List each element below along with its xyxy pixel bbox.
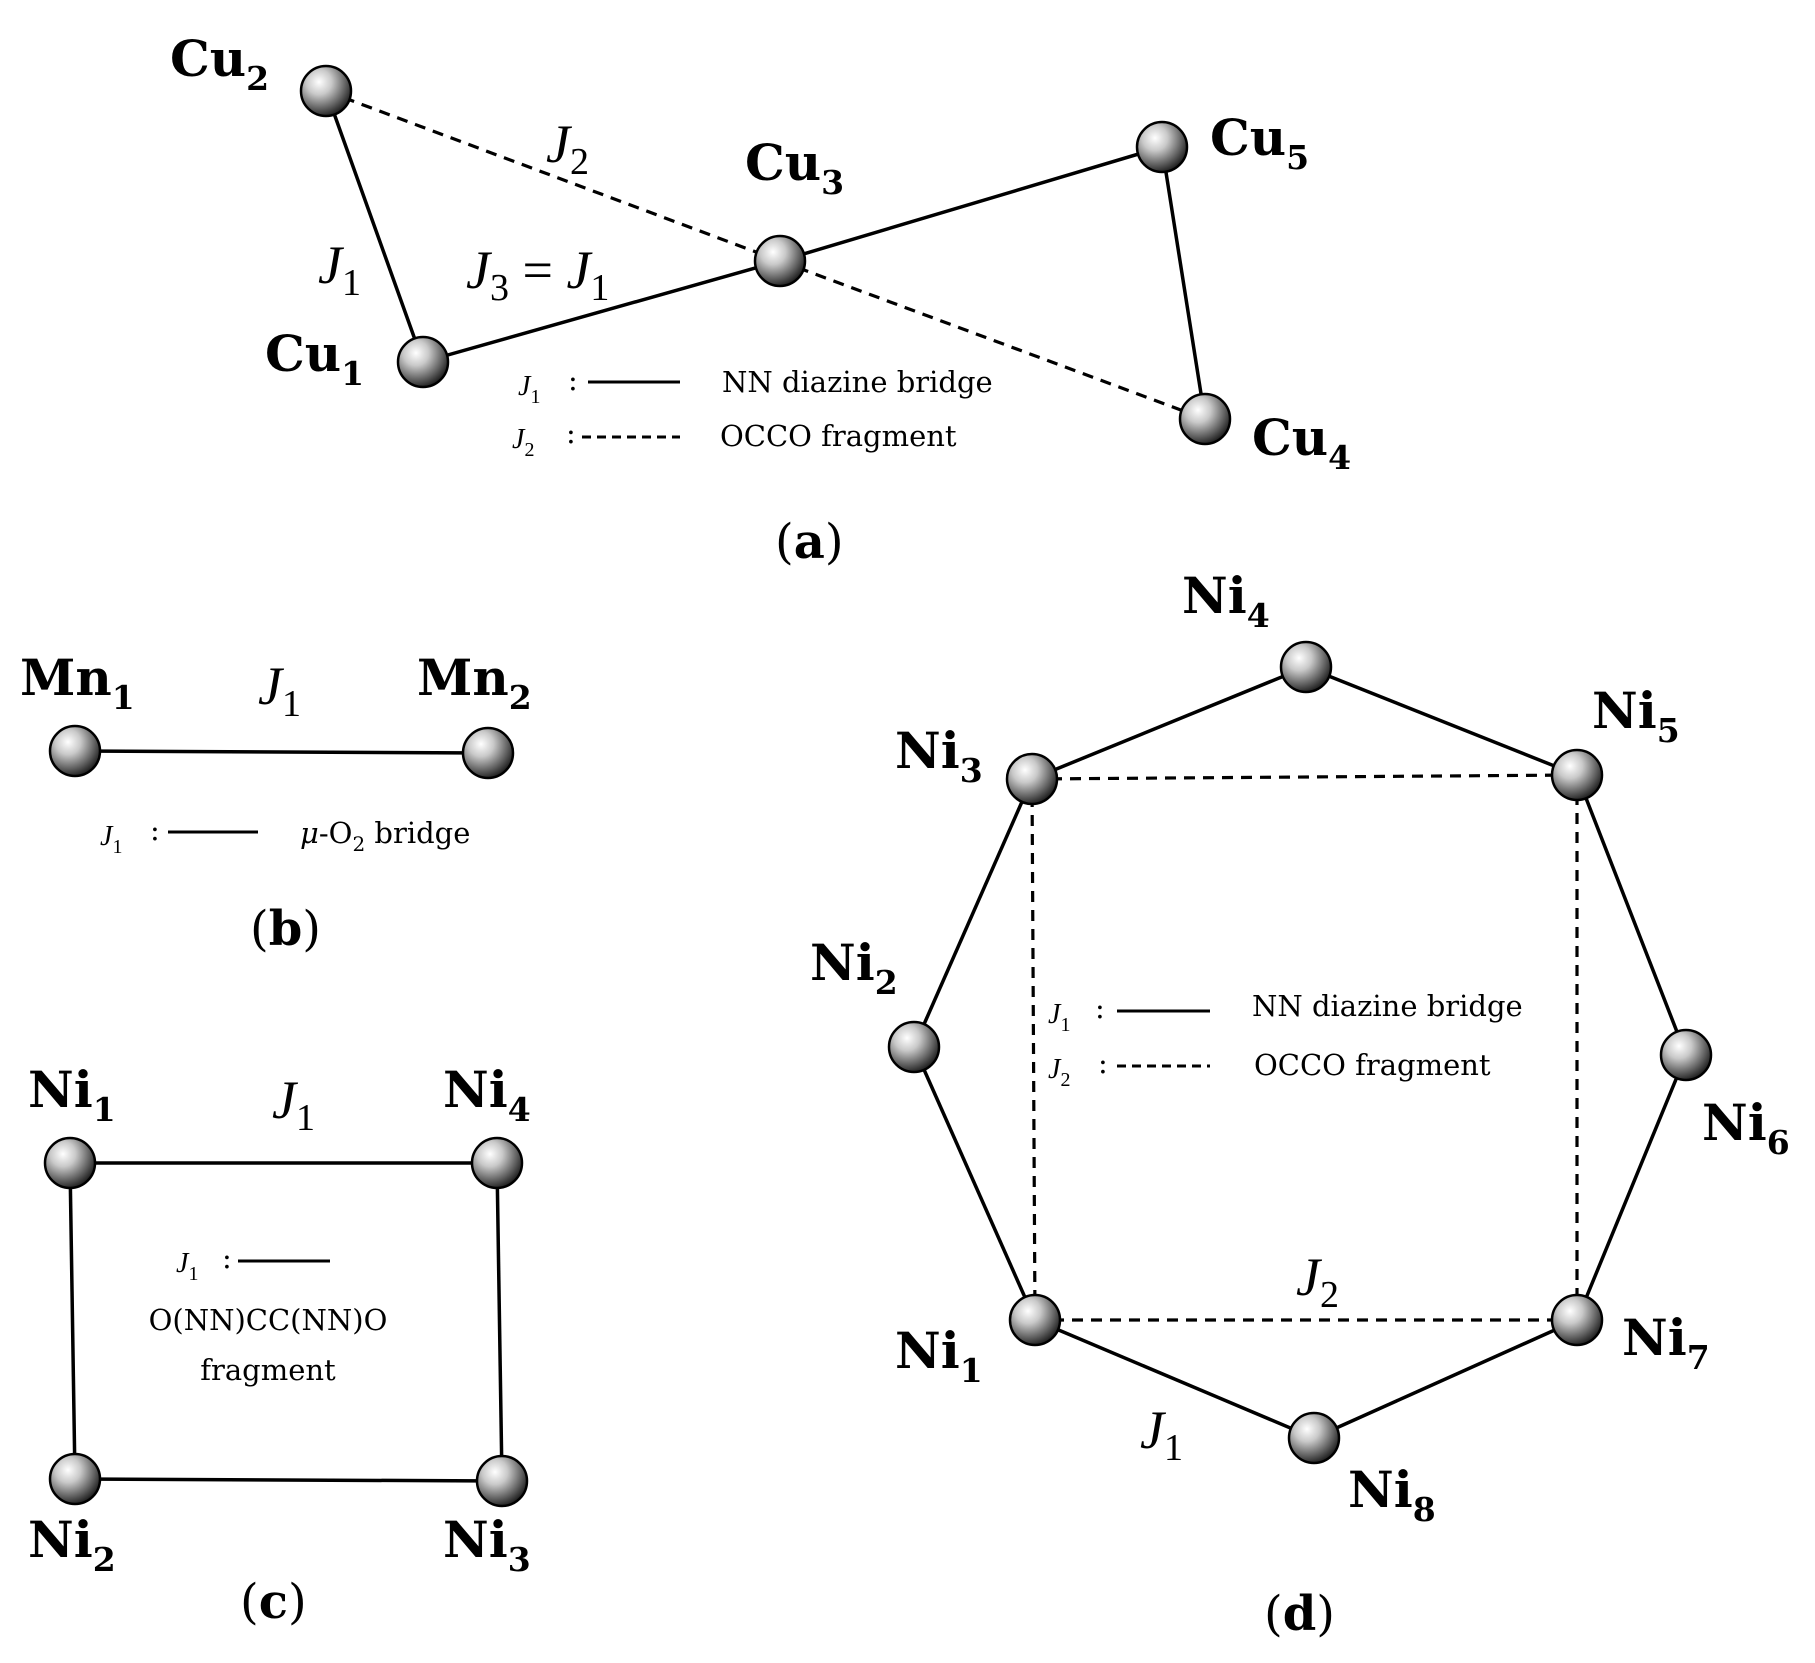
label-ni6-d: Ni6: [1702, 1093, 1790, 1162]
legend-a-j1-colon: :: [568, 363, 578, 397]
label-ni1-c: Ni1: [28, 1060, 116, 1129]
node-mn2: [461, 726, 515, 780]
bond-ni3-ni2: [912, 778, 1034, 1048]
node-ni6-d: [1659, 1028, 1713, 1082]
label-cu4: Cu4: [1252, 408, 1351, 477]
legend-c: J1 : O(NN)CC(NN)O fragment: [149, 1241, 388, 1387]
legend-a-j2-text: OCCO fragment: [720, 419, 957, 453]
bond-cu3-cu5: [779, 145, 1163, 263]
node-ni4-d: [1279, 640, 1333, 694]
node-ni3-d: [1005, 752, 1059, 806]
bond-ni4-ni3: [1031, 665, 1307, 781]
bond-ni4-ni3: [495, 1162, 504, 1482]
node-ni2-d: [887, 1020, 941, 1074]
label-ni3-d: Ni3: [895, 721, 983, 790]
bond-ni1-ni3-dashed: [1030, 778, 1037, 1321]
bond-ni1-ni8: [1034, 1318, 1315, 1440]
legend-a-j2-colon: :: [566, 416, 576, 450]
bond-ni5-ni4: [1305, 665, 1578, 777]
legend-d-j1-text: NN diazine bridge: [1252, 989, 1523, 1023]
coupling-j2-label: J2: [546, 114, 589, 183]
node-cu5: [1135, 120, 1189, 174]
legend-d-j1-colon: :: [1095, 991, 1105, 1025]
legend-c-text-line2: fragment: [200, 1353, 336, 1387]
bond-ni8-ni7: [1313, 1318, 1578, 1440]
legend-d-j1-symbol: J1: [1048, 999, 1070, 1036]
bond-cu2-cu3-dashed: [325, 89, 781, 263]
coupling-j1-label-d: J1: [1140, 1400, 1183, 1469]
bond-ni3-ni5-dashed: [1031, 773, 1578, 781]
node-cu3: [753, 234, 807, 288]
coupling-j3-label: J3 = J1: [466, 240, 609, 309]
legend-d-j2-colon: :: [1098, 1046, 1108, 1080]
legend-d-j2-text: OCCO fragment: [1254, 1048, 1491, 1082]
coupling-j1-label: J1: [318, 235, 361, 304]
panel-c: Ni1 Ni2 Ni3 Ni4 J1 J1 : O(NN)CC(NN)O fra…: [28, 1060, 531, 1630]
panel-b-label: (b): [250, 901, 321, 957]
panel-d: Ni1 Ni2 Ni3 Ni4 Ni5 Ni6 Ni7 Ni8 J1 J2 J1…: [810, 566, 1790, 1642]
legend-a-j1-symbol: J1: [518, 371, 540, 408]
label-mn2: Mn2: [417, 648, 532, 717]
legend-c-j1-symbol: J1: [176, 1248, 198, 1285]
node-mn1: [48, 724, 102, 778]
panel-a-label: (a): [775, 514, 844, 570]
label-ni1-d: Ni1: [895, 1321, 983, 1390]
bond-cu2-cu1: [324, 90, 425, 363]
label-ni5-d: Ni5: [1592, 681, 1680, 750]
bond-ni2-ni3: [74, 1477, 503, 1483]
legend-c-text-line1: O(NN)CC(NN)O: [149, 1303, 388, 1337]
node-ni1-c: [43, 1136, 97, 1190]
label-ni2-d: Ni2: [810, 933, 898, 1002]
node-ni1-d: [1008, 1293, 1062, 1347]
label-ni3-c: Ni3: [443, 1510, 531, 1579]
legend-b-j1-text: μ-O2 bridge: [300, 816, 470, 856]
panel-a: Cu1 Cu2 Cu3 Cu4 Cu5 J1 J2 J3 = J1 J1 : N…: [170, 29, 1351, 570]
panel-d-label: (d): [1264, 1586, 1335, 1642]
legend-d-j2-symbol: J2: [1048, 1054, 1070, 1091]
node-cu2: [299, 64, 353, 118]
bond-cu5-cu4: [1160, 146, 1207, 420]
label-cu5: Cu5: [1210, 108, 1309, 177]
bond-ni6-ni5: [1575, 774, 1688, 1056]
label-mn1: Mn1: [20, 648, 135, 717]
legend-b: J1 : μ-O2 bridge: [100, 813, 470, 858]
label-ni8-d: Ni8: [1348, 1460, 1436, 1529]
legend-b-j1-symbol: J1: [100, 821, 122, 858]
node-ni2-c: [48, 1452, 102, 1506]
label-ni2-c: Ni2: [28, 1510, 116, 1579]
node-ni5-d: [1550, 748, 1604, 802]
label-cu2: Cu2: [170, 29, 269, 98]
coupling-j1-label-c: J1: [272, 1070, 315, 1139]
label-ni4-d: Ni4: [1182, 566, 1270, 635]
legend-c-j1-colon: :: [222, 1241, 232, 1275]
node-ni7-d: [1550, 1293, 1604, 1347]
bond-ni1-ni2: [68, 1162, 77, 1480]
panel-c-label: (c): [240, 1574, 307, 1630]
label-ni4-c: Ni4: [443, 1060, 531, 1129]
legend-b-j1-colon: :: [150, 813, 160, 847]
node-cu4: [1178, 392, 1232, 446]
node-cu1: [396, 335, 450, 389]
label-ni7-d: Ni7: [1622, 1308, 1710, 1377]
node-ni3-c: [475, 1454, 529, 1508]
bond-mn1-mn2: [74, 749, 489, 755]
legend-d: J1 : NN diazine bridge J2 : OCCO fragmen…: [1048, 989, 1523, 1091]
coupling-j1-label-b: J1: [258, 656, 301, 725]
legend-a-j2-symbol: J2: [512, 424, 534, 461]
bond-cu1-cu3: [422, 259, 781, 364]
bond-ni7-ni6: [1575, 1054, 1688, 1321]
label-cu3: Cu3: [745, 133, 844, 202]
node-ni4-c: [470, 1136, 524, 1190]
bond-ni2-ni1: [912, 1046, 1037, 1321]
node-ni8-d: [1287, 1411, 1341, 1465]
panel-b: Mn1 Mn2 J1 J1 : μ-O2 bridge (b): [20, 648, 532, 957]
label-cu1: Cu1: [265, 324, 364, 393]
coupling-j2-label-d: J2: [1296, 1247, 1339, 1316]
legend-a-j1-text: NN diazine bridge: [722, 365, 993, 399]
legend-a: J1 : NN diazine bridge J2 : OCCO fragmen…: [512, 363, 993, 461]
